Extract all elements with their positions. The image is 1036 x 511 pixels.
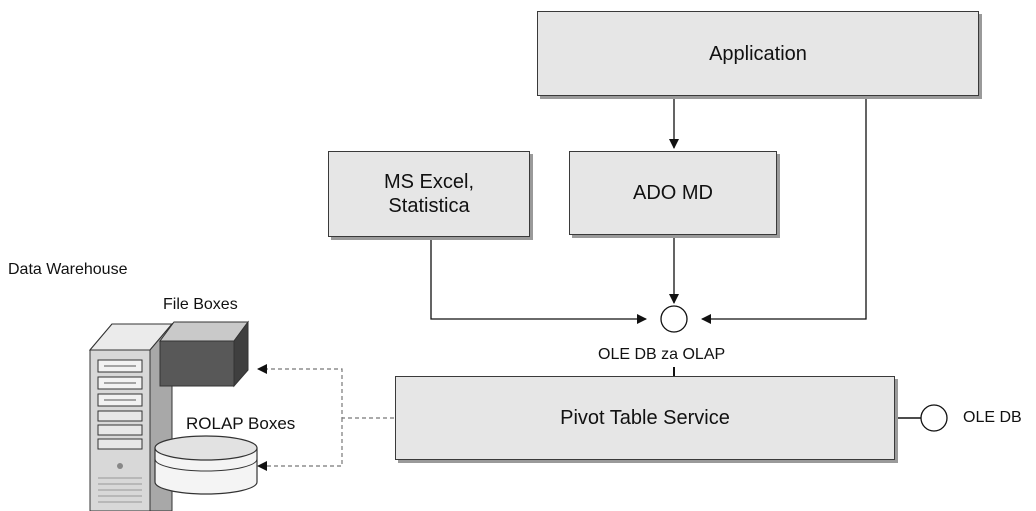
- ms-excel-label: MS Excel,: [383, 171, 475, 193]
- pivot-table-service-box: Pivot Table Service: [395, 376, 895, 460]
- rolap-database-cylinder-icon: [154, 435, 258, 495]
- pivot-table-service-label: Pivot Table Service: [560, 407, 730, 429]
- application-label: Application: [709, 42, 807, 65]
- oledb-olap-node: [660, 305, 688, 333]
- arrow-application-to-oledb-node: [701, 96, 867, 324]
- application-box: Application: [537, 11, 979, 96]
- dashed-link-pivot-to-rolap-boxes: [257, 418, 343, 471]
- ado-md-label: ADO MD: [633, 182, 713, 204]
- ole-db-label: OLE DB: [963, 409, 1022, 426]
- arrow-ms-excel-to-oledb-node: [430, 237, 647, 324]
- statistica-label: Statistica: [388, 195, 470, 217]
- file-boxes-cube-icon: [159, 320, 249, 388]
- rolap-boxes-label: ROLAP Boxes: [186, 414, 296, 433]
- oledb-node: [920, 404, 948, 432]
- ms-excel-statistica-box: MS Excel, Statistica: [328, 151, 530, 237]
- data-warehouse-label: Data Warehouse: [8, 261, 128, 278]
- ole-db-za-olap-label: OLE DB za OLAP: [598, 346, 726, 363]
- dashed-link-pivot-to-file-boxes: [257, 364, 394, 419]
- file-boxes-label: File Boxes: [163, 296, 238, 313]
- ado-md-box: ADO MD: [569, 151, 777, 235]
